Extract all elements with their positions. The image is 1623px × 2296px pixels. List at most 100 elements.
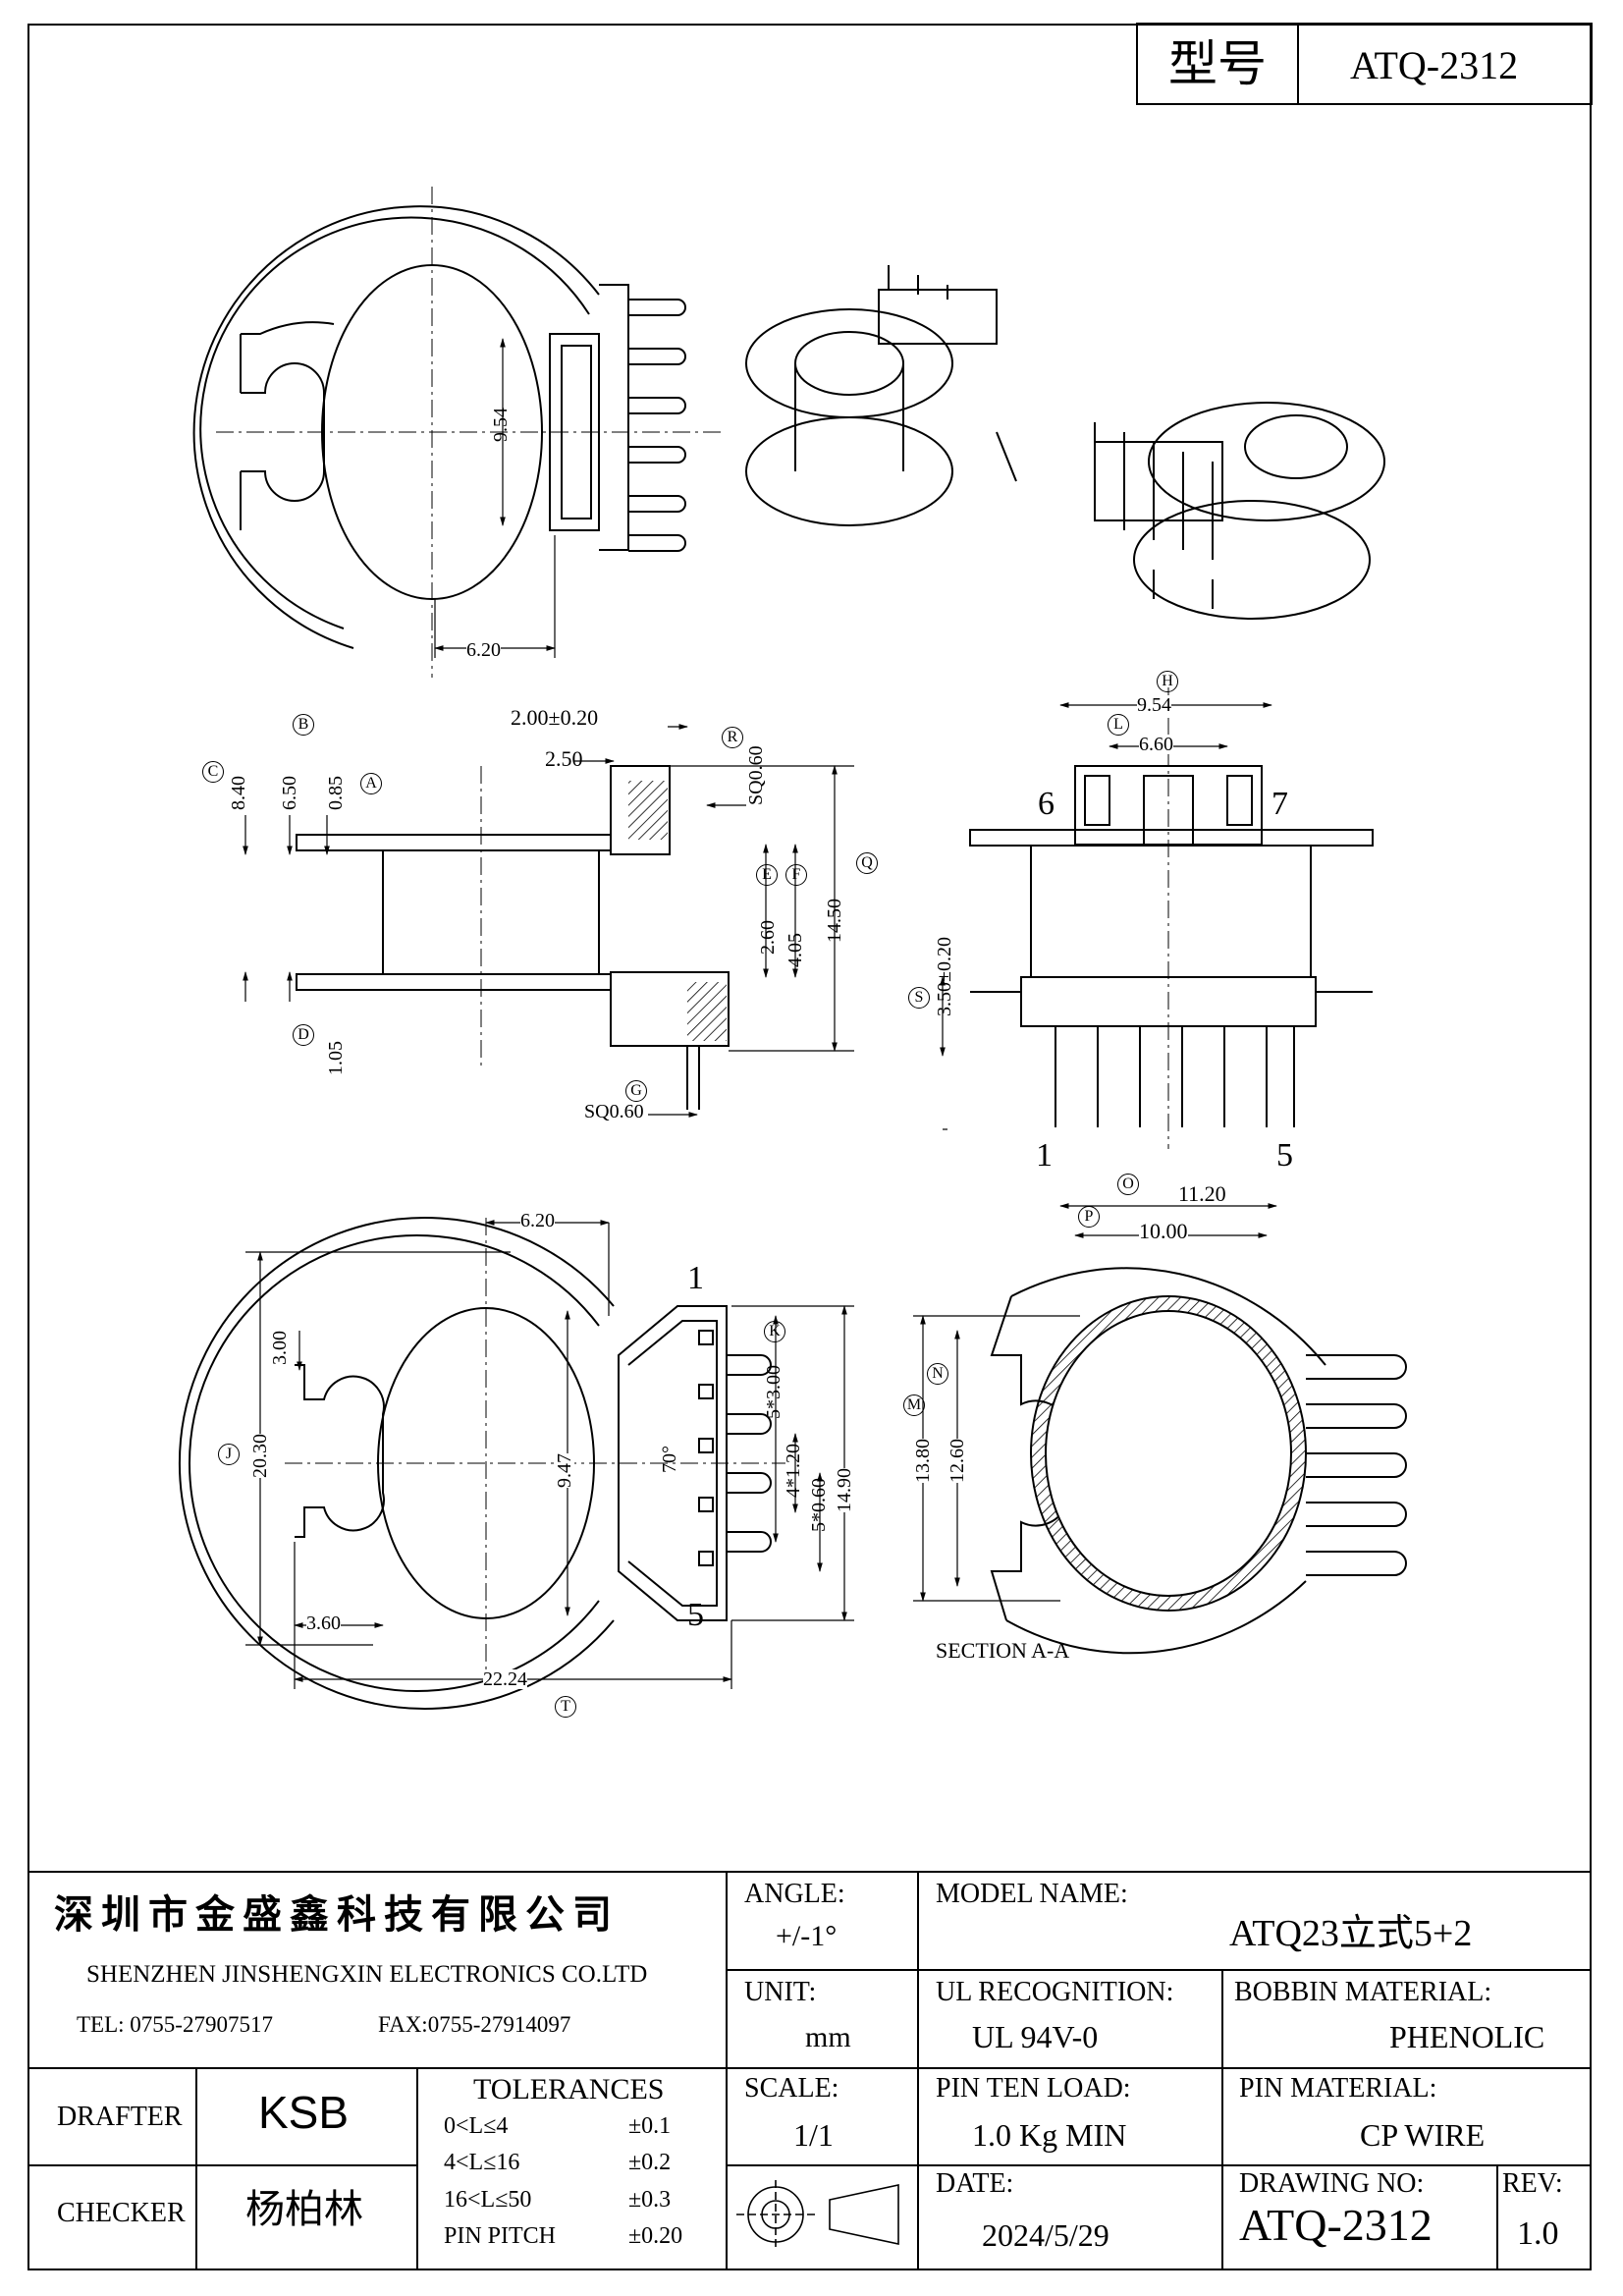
bottom-view-centerlines — [285, 1218, 785, 1669]
marker-c: C — [202, 761, 224, 783]
top-view-centerlines — [216, 187, 722, 678]
checker-value: 杨柏林 — [245, 2187, 363, 2231]
dim-1-05: 1.05 — [325, 1041, 347, 1075]
marker-b: B — [293, 714, 314, 736]
dim-8-40: 8.40 — [228, 776, 249, 810]
marker-r: R — [722, 727, 743, 748]
marker-e: E — [756, 864, 778, 886]
marker-a: A — [360, 773, 382, 794]
iso-view-2 — [1094, 402, 1385, 620]
dim-70-deg: 70° — [659, 1446, 680, 1473]
iso-view-1 — [745, 265, 1017, 526]
marker-m: M — [903, 1394, 925, 1416]
dim-sq060-top: SQ0.60 — [745, 745, 767, 805]
pin-label-6: 6 — [1038, 786, 1055, 822]
top-view-dims — [434, 338, 556, 658]
marker-h: H — [1157, 671, 1178, 692]
drafter-value: KSB — [258, 2087, 350, 2138]
dim-9-47: 9.47 — [554, 1453, 575, 1488]
model-name-label: MODEL NAME: — [936, 1879, 1128, 1909]
dim-20-30: 20.30 — [249, 1434, 271, 1478]
dim-14-50: 14.50 — [824, 899, 845, 943]
company-tel: TEL: 0755-27907517 — [77, 2012, 273, 2037]
checker-label: CHECKER — [57, 2198, 186, 2228]
dim-2-60: 2.60 — [757, 920, 779, 955]
drawing-frame — [27, 24, 1592, 2270]
dim-14-90: 14.90 — [834, 1468, 855, 1512]
top-view — [192, 205, 686, 649]
tolerances-label: TOLERANCES — [473, 2073, 665, 2105]
marker-d: D — [293, 1024, 314, 1046]
dim-13-80: 13.80 — [912, 1439, 934, 1483]
front-view — [969, 765, 1374, 1127]
dim-6-20-bottom: 6.20 — [520, 1210, 555, 1231]
unit-value: mm — [805, 2021, 851, 2053]
tol-value-1: ±0.1 — [628, 2113, 672, 2139]
pin-label-1-bottom: 1 — [687, 1260, 704, 1296]
marker-k: K — [764, 1321, 785, 1342]
dim-4-05: 4.05 — [784, 933, 806, 967]
company-name-en: SHENZHEN JINSHENGXIN ELECTRONICS CO.LTD — [86, 1961, 648, 1988]
pin-label-5-front: 5 — [1276, 1137, 1293, 1174]
pin-material-value: CP WIRE — [1360, 2117, 1486, 2153]
front-view-dims — [940, 702, 1272, 1130]
ul-label: UL RECOGNITION: — [936, 1977, 1174, 2007]
rev-label: REV: — [1502, 2168, 1563, 2199]
dim-6-60-front: 6.60 — [1139, 734, 1173, 755]
dim-2-00: 2.00±0.20 — [511, 705, 599, 730]
dim-9-54-top: 9.54 — [490, 408, 512, 442]
angle-value: +/-1° — [776, 1920, 838, 1952]
marker-g: G — [625, 1080, 647, 1102]
section-view — [990, 1267, 1407, 1655]
model-label: 型号 — [1168, 36, 1267, 91]
pin-label-1-front: 1 — [1036, 1137, 1053, 1174]
side-view — [296, 765, 730, 1110]
dim-sq060-bottom: SQ0.60 — [584, 1101, 644, 1122]
dim-6-50: 6.50 — [279, 776, 300, 810]
pin-material-label: PIN MATERIAL: — [1239, 2073, 1437, 2104]
tol-value-2: ±0.2 — [628, 2150, 672, 2175]
section-label: SECTION A-A — [936, 1638, 1070, 1663]
dim-22-24: 22.24 — [483, 1668, 527, 1690]
dim-5x0-60: 5*0.60 — [808, 1478, 830, 1532]
tol-value-4: ±0.20 — [628, 2223, 683, 2249]
marker-l: L — [1108, 714, 1129, 736]
title-block-lines — [27, 1871, 1592, 2270]
projection-symbol — [736, 2180, 899, 2249]
dim-2-50: 2.50 — [545, 746, 583, 771]
tol-range-4: PIN PITCH — [444, 2223, 557, 2249]
model-number: ATQ-2312 — [1350, 43, 1519, 87]
pin-label-5-bottom: 5 — [687, 1597, 704, 1633]
header-box — [1136, 23, 1593, 105]
marker-o: O — [1117, 1174, 1139, 1195]
marker-p: P — [1078, 1206, 1100, 1228]
angle-label: ANGLE: — [744, 1879, 845, 1909]
unit-label: UNIT: — [744, 1977, 817, 2007]
tol-range-3: 16<L≤50 — [444, 2187, 532, 2213]
pin-label-7: 7 — [1271, 786, 1288, 822]
dim-11-20: 11.20 — [1178, 1181, 1226, 1206]
dim-3-00: 3.00 — [269, 1331, 291, 1365]
date-label: DATE: — [936, 2168, 1014, 2199]
tol-range-2: 4<L≤16 — [444, 2150, 520, 2175]
dim-5x3-00: 5*3.00 — [763, 1365, 784, 1419]
dim-4x1-20: 4*1.20 — [783, 1444, 804, 1498]
scale-value: 1/1 — [793, 2117, 834, 2153]
rev-value: 1.0 — [1517, 2215, 1559, 2252]
marker-q: Q — [856, 852, 878, 874]
bobbin-material-label: BOBBIN MATERIAL: — [1234, 1977, 1492, 2007]
side-view-hatch — [628, 781, 727, 1041]
pin-load-label: PIN TEN LOAD: — [936, 2073, 1131, 2104]
dim-3-50: 3.50±0.20 — [934, 937, 955, 1016]
date-value: 2024/5/29 — [982, 2217, 1109, 2253]
dim-12-60: 12.60 — [947, 1439, 968, 1483]
tol-range-1: 0<L≤4 — [444, 2113, 509, 2139]
marker-s: S — [908, 987, 930, 1009]
marker-j: J — [218, 1444, 240, 1465]
marker-n: N — [927, 1363, 948, 1385]
tol-value-3: ±0.3 — [628, 2187, 672, 2213]
dim-9-54-front: 9.54 — [1137, 694, 1171, 716]
dim-10-00: 10.00 — [1139, 1219, 1188, 1243]
dim-6-20-top: 6.20 — [466, 639, 501, 661]
